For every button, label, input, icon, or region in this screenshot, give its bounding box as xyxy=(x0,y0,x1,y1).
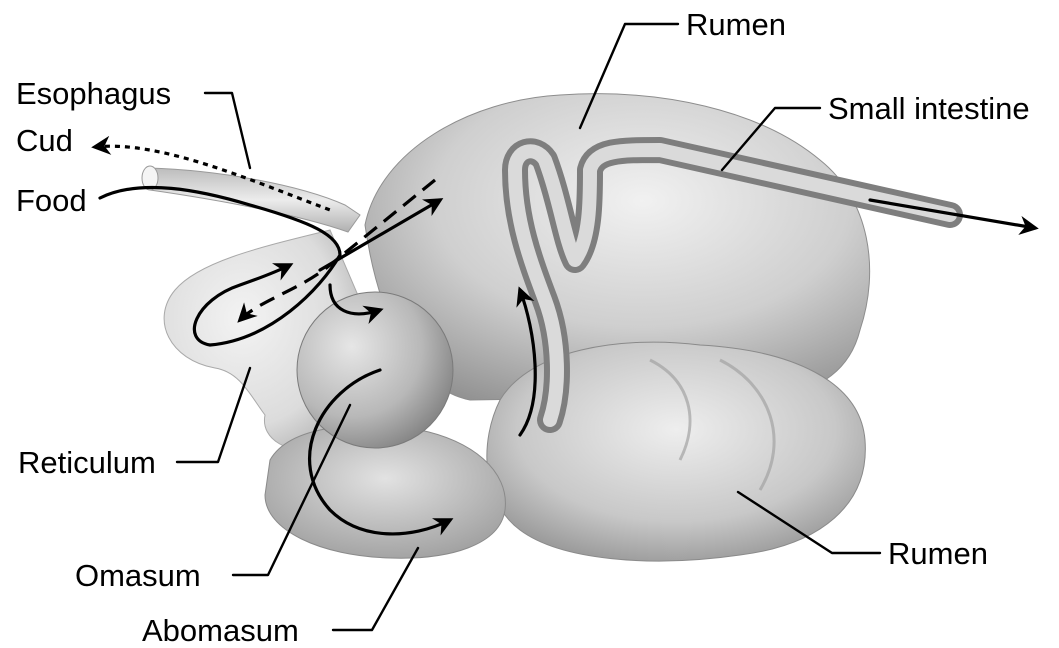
leader-esophagus xyxy=(205,93,250,168)
leader-abomasum xyxy=(333,548,418,630)
label-small-intestine: Small intestine xyxy=(828,91,1030,126)
label-abomasum: Abomasum xyxy=(142,613,299,648)
label-cud: Cud xyxy=(16,123,73,158)
label-food: Food xyxy=(16,183,87,218)
esophagus-tube xyxy=(148,168,360,232)
label-reticulum: Reticulum xyxy=(18,445,156,480)
omasum-shape xyxy=(297,292,453,448)
label-omasum: Omasum xyxy=(75,558,201,593)
leader-reticulum xyxy=(177,368,250,462)
lower-rumen-shape xyxy=(487,342,865,561)
label-rumen-top: Rumen xyxy=(686,7,786,42)
label-esophagus: Esophagus xyxy=(16,76,171,111)
label-rumen-bottom: Rumen xyxy=(888,536,988,571)
